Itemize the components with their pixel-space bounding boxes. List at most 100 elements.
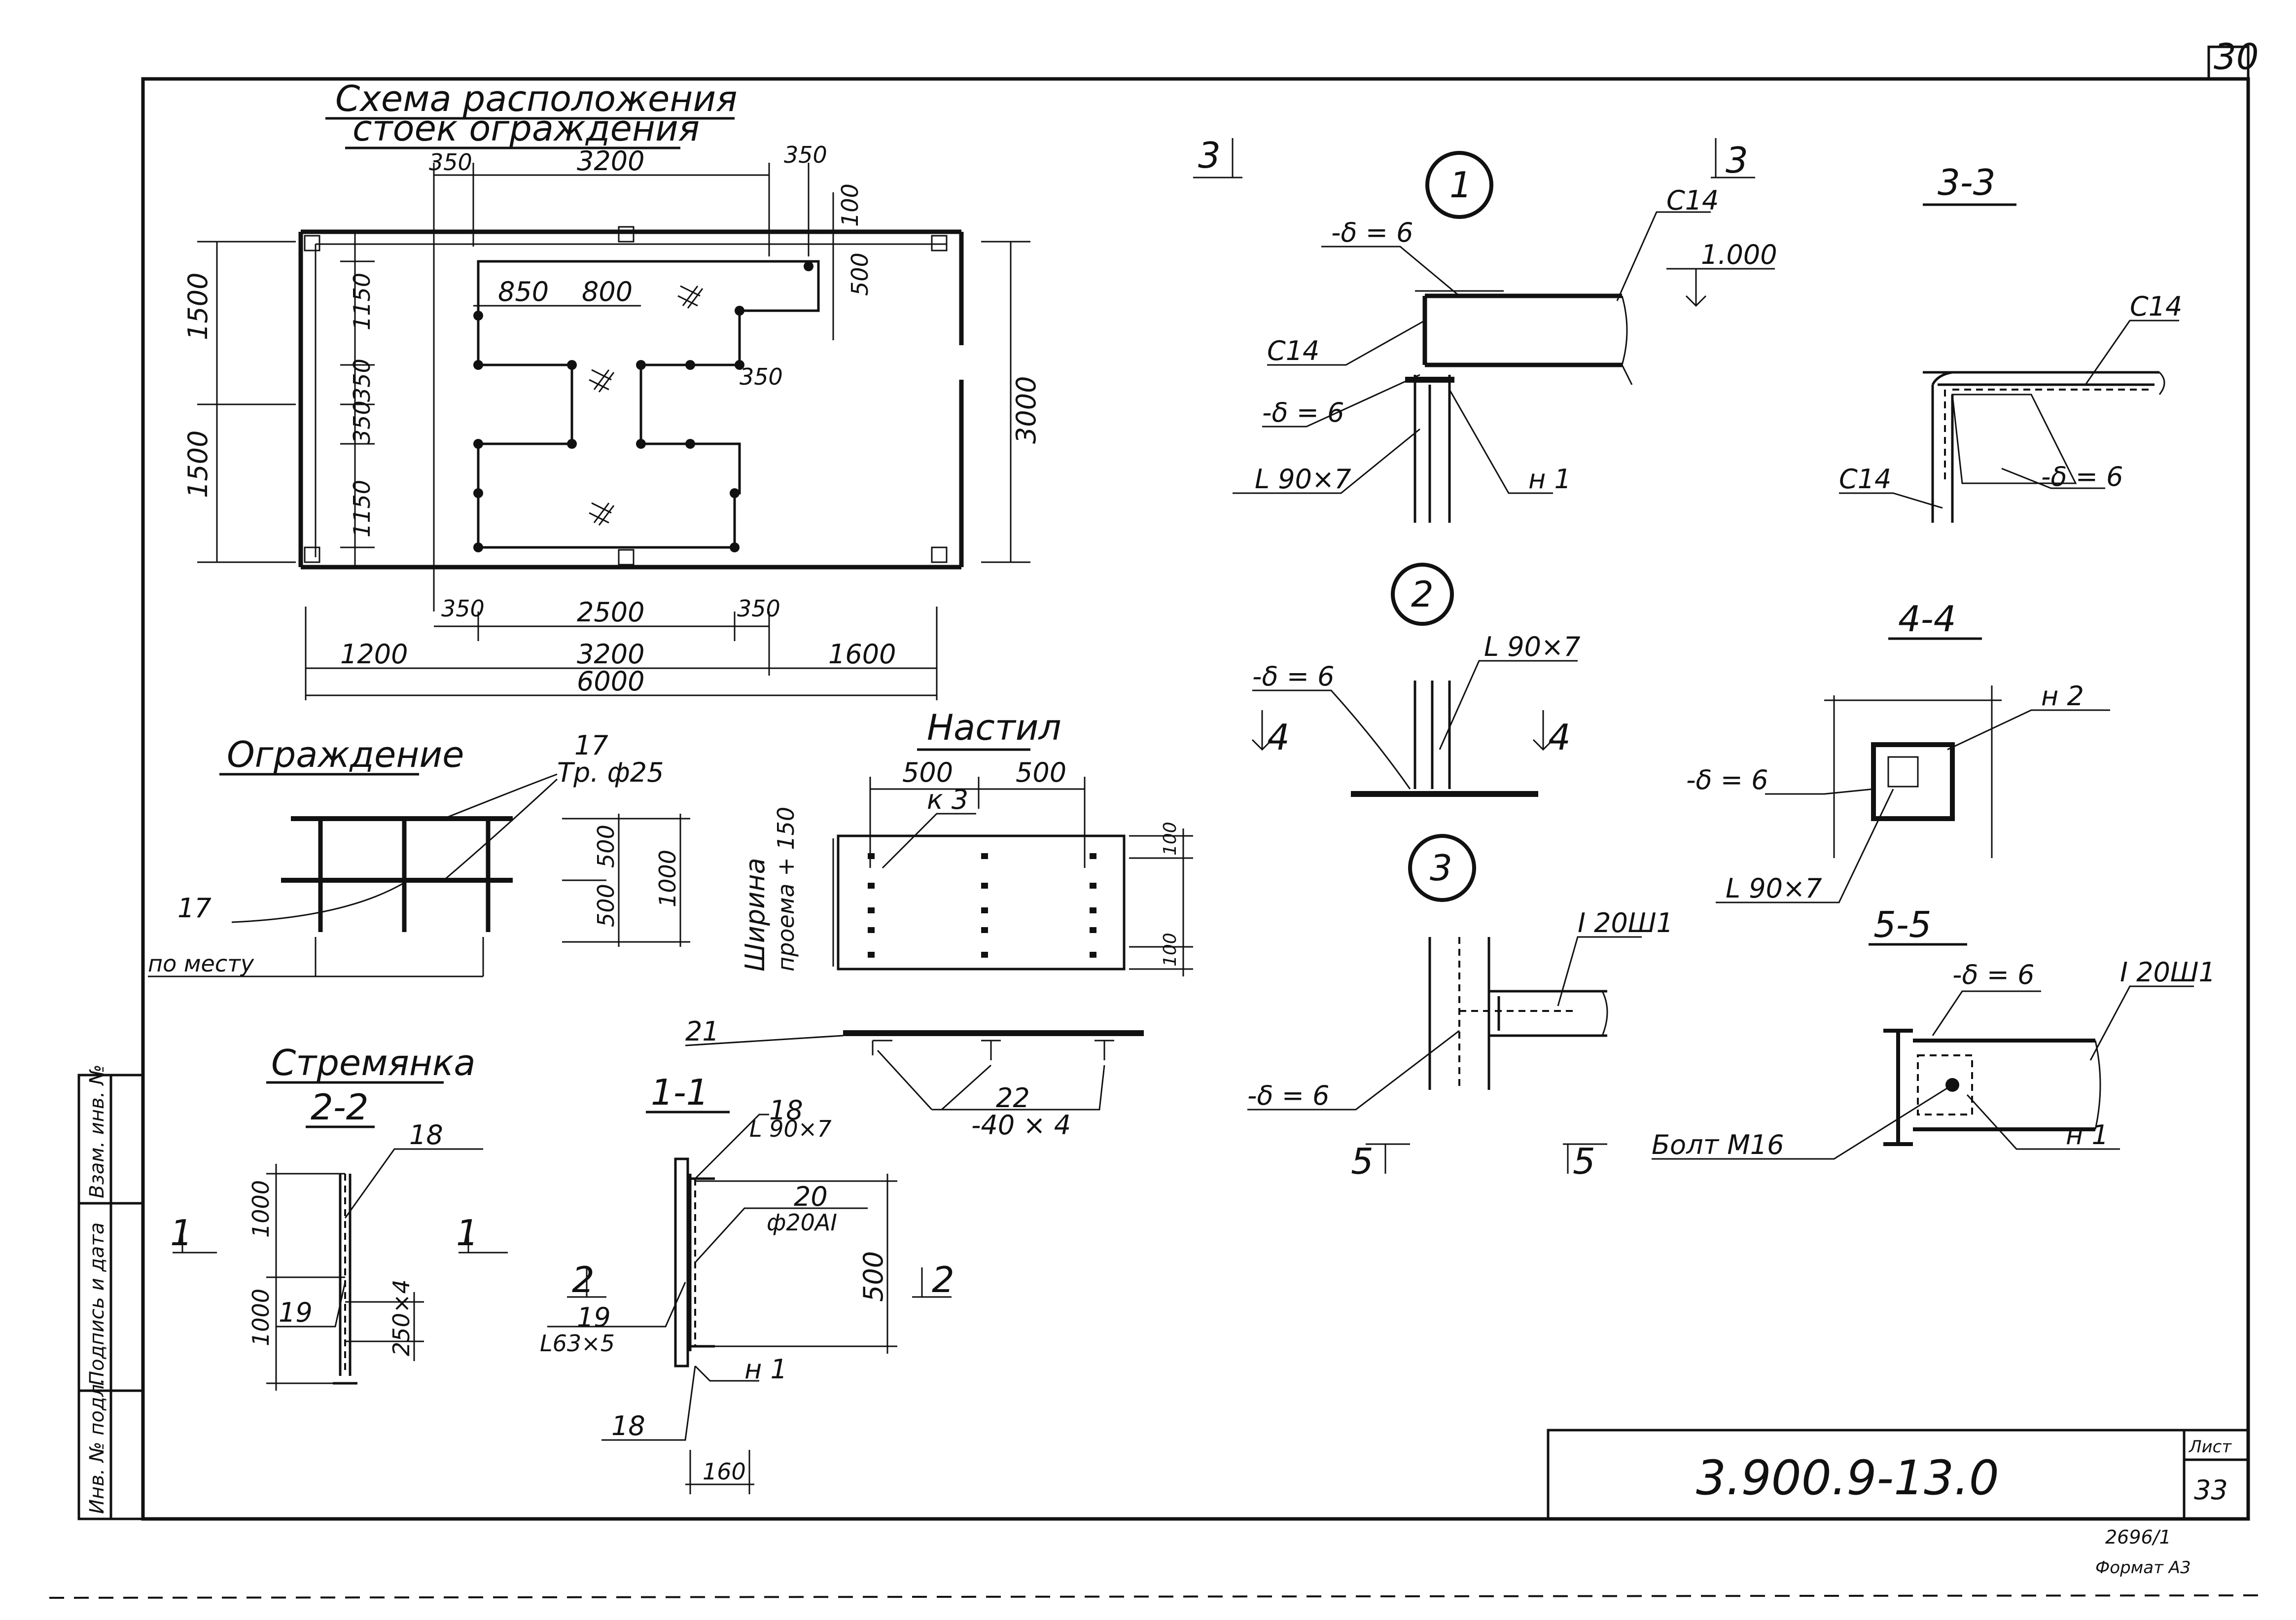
corner-number: 30	[2214, 36, 2259, 77]
node1-plate-top: -δ = 6	[1331, 217, 1413, 248]
fence-title: Ограждение	[227, 734, 464, 775]
format-stamp: Формат А3	[2095, 1558, 2191, 1578]
document-code: 3.900.9-13.0	[1696, 1450, 1999, 1506]
s33-title: 3-3	[1938, 162, 1996, 203]
node1-n1: н 1	[1528, 464, 1571, 495]
deck-tag-22: 22	[996, 1082, 1030, 1114]
sec11-angle-19: L63×5	[540, 1330, 615, 1357]
deck-dim-100-b: 100	[1160, 933, 1180, 967]
section-5-5: 5-5 -δ = 6 I 20Ш1 Болт М16 н 1	[1652, 904, 2216, 1160]
sec11-tag-19: 19	[577, 1302, 611, 1333]
node2-cut-4b: 4	[1548, 717, 1571, 758]
stamp-inv-no: Инв. № подл.	[86, 1378, 108, 1514]
sec11-title: 1-1	[651, 1072, 709, 1113]
s33-plate: -δ = 6	[2041, 461, 2123, 492]
section-4-4: 4-4 н 2 -δ = 6 L 90×7	[1686, 598, 2110, 904]
ladder-section-2-2: Стремянка 2-2 18 19 1000 1000 250×4 1 1	[170, 1042, 508, 1391]
deck-dim-100-a: 100	[1160, 822, 1180, 856]
node-1: 1 3 3 -δ = 6 С14 С14 -δ = 6 L 90×7 н 1 1…	[1193, 135, 1777, 523]
sec11-cut-2a: 2	[572, 1259, 595, 1300]
deck-dim-500-b: 500	[1016, 757, 1066, 788]
dim-350-mid: 350	[740, 363, 783, 390]
dim-100: 100	[837, 183, 863, 227]
node3-cut-5a: 5	[1351, 1141, 1374, 1182]
sheet-frame: 30 3.900.9-13.0 Лист 33 Инв. № подл. Под…	[49, 36, 2268, 1599]
s44-n2: н 2	[2041, 681, 2084, 712]
dim-800: 800	[582, 276, 633, 307]
s44-title: 4-4	[1898, 598, 1956, 640]
node1-cut-3b: 3	[1726, 140, 1748, 181]
section-1-1: 1-1 18 L 90×7 20 ф20АI 19 L63×5 18 н 1 5…	[540, 1072, 954, 1494]
dim-3000: 3000	[1011, 376, 1042, 444]
dim-500-right: 500	[847, 252, 873, 296]
sec11-rod: ф20АI	[767, 1209, 837, 1236]
stamp-signature-date: Подпись и дата	[86, 1223, 108, 1386]
s33-channel-left: С14	[1839, 464, 1891, 495]
fence-tag-17: 17	[574, 730, 608, 761]
dim-350-bot-left: 350	[441, 595, 485, 622]
sec11-dim-160: 160	[703, 1458, 746, 1485]
dim-3200-top: 3200	[577, 145, 644, 177]
deck-plate: -40 × 4	[971, 1110, 1071, 1141]
node3-plate: -δ = 6	[1247, 1080, 1329, 1111]
ladder-title: Стремянка	[271, 1042, 476, 1083]
node-2: 2 -δ = 6 L 90×7 4 4	[1251, 563, 1581, 797]
dim-350-bot-right: 350	[737, 595, 780, 622]
sec11-tag-18b: 18	[611, 1410, 645, 1441]
ladder-tag-19: 19	[279, 1297, 313, 1328]
deck-plan: Настил 500 500 к 3	[685, 707, 1193, 1141]
node1-elevation: 1.000	[1701, 239, 1777, 270]
dim-1500-top: 1500	[182, 273, 213, 340]
s33-channel-top: С14	[2130, 291, 2182, 322]
ladder-cut-1a: 1	[170, 1212, 193, 1254]
ladder-cut-1b: 1	[456, 1212, 479, 1254]
sheet-label: Лист	[2188, 1437, 2232, 1457]
deck-weld-k3: к 3	[927, 784, 968, 815]
dim-350-right: 350	[784, 142, 827, 168]
dim-2500: 2500	[577, 597, 644, 628]
ladder-dim-1000-b: 1000	[247, 1289, 274, 1346]
node1-channel-c14-left: С14	[1267, 335, 1319, 366]
deck-tag-21: 21	[685, 1016, 719, 1047]
node1-number: 1	[1449, 164, 1472, 206]
node2-plate: -δ = 6	[1252, 661, 1334, 692]
s55-bolt: Болт М16	[1652, 1129, 1784, 1160]
dim-350-b: 350	[349, 400, 375, 444]
stamp-replace-inv: Взам. инв. №	[86, 1064, 108, 1198]
node2-angle: L 90×7	[1484, 631, 1581, 662]
plan-view: Схема расположения стоек ограждения	[182, 78, 1042, 700]
ladder-tag-18: 18	[409, 1119, 443, 1151]
section-3-3: 3-3 С14 С14 -δ = 6	[1839, 162, 2182, 523]
sec11-dim-500: 500	[858, 1251, 889, 1302]
ladder-dim-1000-a: 1000	[247, 1180, 274, 1238]
s44-plate: -δ = 6	[1686, 764, 1768, 795]
dim-1500-bottom: 1500	[182, 431, 213, 498]
node2-cut-4a: 4	[1267, 717, 1290, 758]
fence-dim-1000: 1000	[654, 850, 681, 907]
ladder-dim-step: 250×4	[388, 1279, 415, 1356]
node2-number: 2	[1411, 574, 1434, 615]
archive-stamp: 2696/1	[2105, 1526, 2171, 1548]
s44-angle: L 90×7	[1726, 873, 1822, 904]
fence-pipe: Тр. ф25	[557, 757, 664, 788]
deck-title: Настил	[927, 707, 1061, 748]
fence-elevation: Ограждение 17 Тр. ф25 17 по месту 500 50…	[148, 730, 690, 977]
s55-n1: н 1	[2066, 1119, 2109, 1151]
sec11-cut-2b: 2	[932, 1259, 954, 1300]
dim-350-left: 350	[429, 149, 472, 176]
sec11-tag-20: 20	[794, 1181, 828, 1212]
deck-width-label: Ширина	[740, 858, 771, 972]
s55-plate: -δ = 6	[1952, 959, 2034, 990]
sheet-number: 33	[2194, 1475, 2228, 1506]
node1-cut-3a: 3	[1198, 135, 1221, 176]
node-3: 3 I 20Ш1 -δ = 6 5 5	[1247, 834, 1673, 1182]
s55-beam: I 20Ш1	[2120, 957, 2216, 988]
node1-angle: L 90×7	[1255, 464, 1351, 495]
dim-850: 850	[498, 276, 549, 307]
dim-350-a: 350	[349, 359, 375, 402]
dim-1150-bottom: 1150	[349, 480, 375, 538]
fence-in-place: по месту	[148, 950, 254, 977]
sec11-angle-18: L 90×7	[749, 1116, 832, 1142]
deck-width-label-2: проема + 150	[773, 807, 799, 972]
